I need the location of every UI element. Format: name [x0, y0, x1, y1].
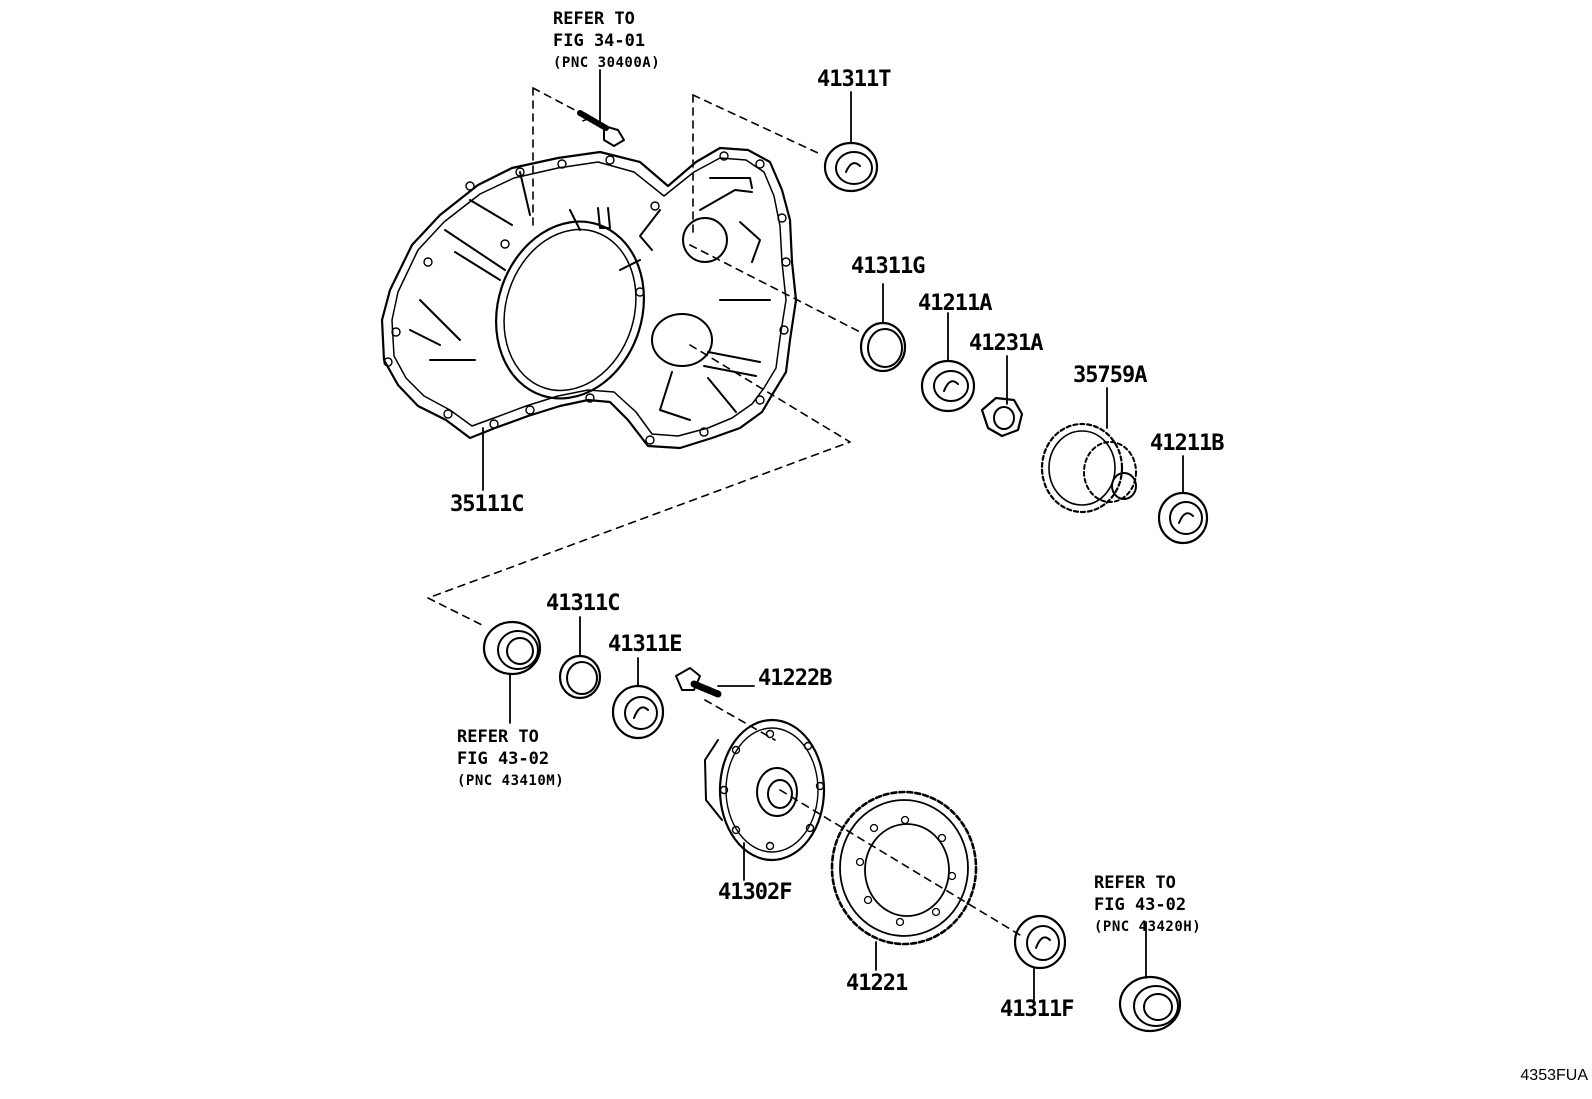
reference-note-right: REFER TO FIG 43-02 (PNC 43420H): [1094, 872, 1201, 938]
shim-41311c: [558, 654, 602, 700]
oil-seal-left: [482, 620, 542, 676]
part-label-41211a: 41211A: [918, 291, 992, 316]
gear-35759a: [1040, 422, 1137, 514]
bearing-41311t: [823, 141, 879, 193]
part-label-41211b: 41211B: [1150, 431, 1224, 456]
reference-top-line2: FIG 34-01: [553, 31, 646, 51]
nut-41231a: [980, 396, 1024, 438]
reference-right-pnc: (PNC 43420H): [1094, 919, 1202, 935]
case-bolt: [577, 110, 625, 147]
transaxle-case-35111c: [380, 146, 798, 450]
part-label-35111c: 35111C: [450, 492, 524, 517]
differential-case-41302f: [704, 718, 826, 862]
bearing-41211a: [920, 359, 976, 413]
reference-note-left: REFER TO FIG 43-02 (PNC 43410M): [457, 726, 564, 792]
bearing-41211b: [1157, 491, 1209, 545]
reference-note-top: REFER TO FIG 34-01 (PNC 30400A): [553, 8, 660, 74]
part-label-41222b: 41222B: [758, 666, 832, 691]
part-label-41311f: 41311F: [1000, 997, 1074, 1022]
part-label-41231a: 41231A: [969, 331, 1043, 356]
reference-left-pnc: (PNC 43410M): [457, 773, 565, 789]
part-label-41311g: 41311G: [851, 254, 925, 279]
part-label-41221: 41221: [846, 971, 908, 996]
shim-41311g: [859, 321, 907, 373]
reference-left-line2: FIG 43-02: [457, 749, 550, 769]
bearing-41311e: [611, 684, 665, 740]
part-label-41311t: 41311T: [817, 67, 891, 92]
part-label-41302f: 41302F: [718, 880, 792, 905]
part-label-35759a: 35759A: [1073, 363, 1147, 388]
reference-top-pnc: (PNC 30400A): [553, 55, 661, 71]
oil-seal-right: [1118, 975, 1182, 1033]
reference-right-line2: FIG 43-02: [1094, 895, 1187, 915]
ring-gear-41221: [830, 790, 978, 946]
reference-left-line1: REFER TO: [457, 727, 539, 747]
part-label-41311c: 41311C: [546, 591, 620, 616]
bearing-41311f: [1013, 914, 1067, 970]
part-label-41311e: 41311E: [608, 632, 682, 657]
reference-right-line1: REFER TO: [1094, 873, 1176, 893]
bolt-41222b: [675, 667, 722, 698]
figure-code: 4353FUA: [1520, 1067, 1588, 1084]
reference-top-line1: REFER TO: [553, 9, 635, 29]
leader-lines: [482, 69, 1184, 1001]
